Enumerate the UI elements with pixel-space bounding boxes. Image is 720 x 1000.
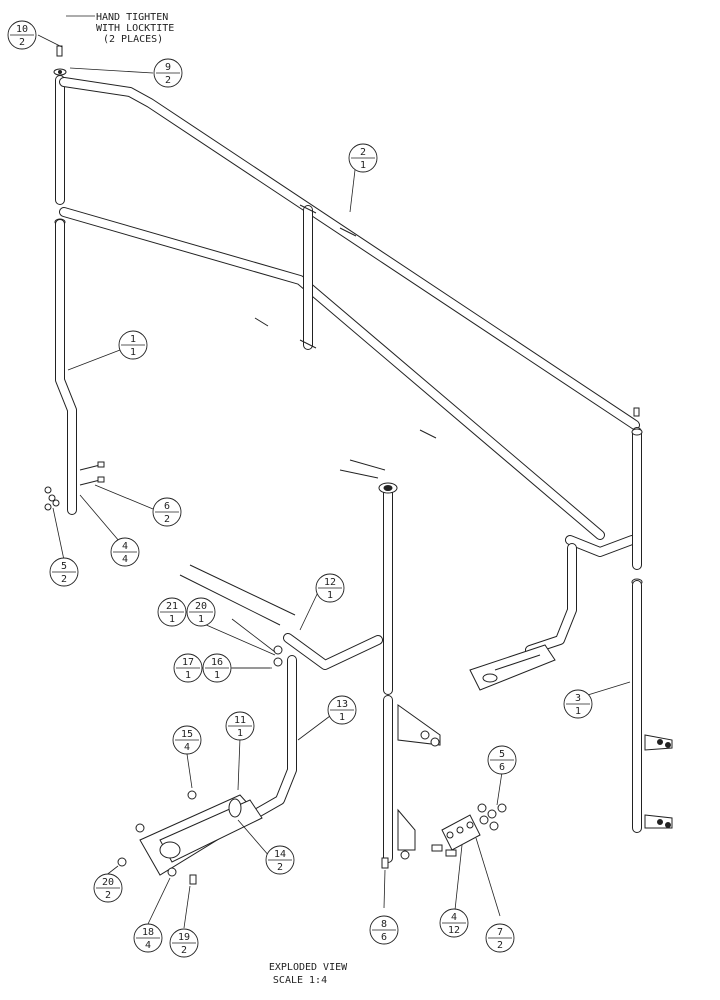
locktite-note: HAND TIGHTEN WITH LOCKTITE (2 PLACES) [96, 12, 174, 45]
callout-21-8: 211 [157, 597, 187, 627]
callout-item-number: 5 [61, 561, 67, 572]
callout-quantity: 1 [169, 614, 175, 625]
title-line-1: EXPLODED VIEW [269, 962, 348, 973]
callout-item-number: 21 [166, 601, 178, 612]
callout-5-22: 56 [487, 745, 517, 775]
callout-item-number: 15 [181, 729, 193, 740]
callout-quantity: 1 [339, 712, 345, 723]
callout-item-number: 2 [360, 147, 366, 158]
callout-item-number: 20 [195, 601, 207, 612]
callout-quantity: 2 [61, 574, 67, 585]
callout-item-number: 8 [381, 919, 387, 930]
callout-4-5: 44 [110, 537, 140, 567]
callout-item-number: 20 [102, 877, 114, 888]
callout-item-number: 12 [324, 577, 336, 588]
loose-hardware [431, 803, 507, 857]
callout-item-number: 18 [142, 927, 154, 938]
left-post [44, 218, 105, 515]
center-post [339, 459, 441, 869]
callout-4-20: 412 [439, 908, 469, 938]
callout-quantity: 1 [198, 614, 204, 625]
callout-quantity: 2 [181, 945, 187, 956]
callout-13-14: 131 [327, 695, 357, 725]
callout-3-23: 31 [563, 689, 593, 719]
callout-6-4: 62 [152, 497, 182, 527]
callout-quantity: 2 [165, 75, 171, 86]
callout-16-11: 161 [202, 653, 232, 683]
callout-14-15: 142 [265, 845, 295, 875]
callout-9-1: 92 [153, 58, 183, 88]
right-upper-post [631, 407, 643, 570]
leader-lines [37, 15, 631, 929]
callout-8-19: 86 [369, 915, 399, 945]
callout-quantity: 2 [19, 37, 25, 48]
callout-1-3: 11 [118, 330, 148, 360]
callout-quantity: 4 [184, 742, 190, 753]
callout-17-10: 171 [173, 653, 203, 683]
upper-rail-frame [55, 75, 640, 557]
callout-quantity: 4 [145, 940, 151, 951]
callout-2-2: 21 [348, 143, 378, 173]
right-bracket-arm [469, 543, 577, 691]
callout-10-0: 102 [7, 20, 37, 50]
callout-quantity: 2 [164, 514, 170, 525]
top-bolt-left [53, 45, 67, 76]
callout-quantity: 2 [105, 890, 111, 901]
callout-quantity: 1 [214, 670, 220, 681]
callout-19-18: 192 [169, 928, 199, 958]
callout-item-number: 19 [178, 932, 190, 943]
left-lower-assembly [117, 564, 383, 885]
callout-item-number: 13 [336, 699, 348, 710]
callout-quantity: 4 [122, 554, 128, 565]
note-line-2: WITH LOCKTITE [96, 23, 174, 34]
callout-5-6: 52 [49, 557, 79, 587]
callout-12-7: 121 [315, 573, 345, 603]
callout-quantity: 1 [360, 160, 366, 171]
callout-quantity: 1 [575, 706, 581, 717]
callout-quantity: 1 [185, 670, 191, 681]
callout-item-number: 10 [16, 24, 28, 35]
callout-quantity: 2 [277, 862, 283, 873]
callout-quantity: 1 [327, 590, 333, 601]
callout-item-number: 14 [274, 849, 286, 860]
callout-15-12: 154 [172, 725, 202, 755]
callout-20-9: 201 [186, 597, 216, 627]
title-line-2: SCALE 1:4 [273, 975, 327, 986]
callout-item-number: 9 [165, 62, 171, 73]
right-lower-post [631, 578, 673, 833]
callout-20-16: 202 [93, 873, 123, 903]
callout-quantity: 1 [130, 347, 136, 358]
callout-item-number: 7 [497, 927, 503, 938]
callout-item-number: 6 [164, 501, 170, 512]
callout-quantity: 6 [381, 932, 387, 943]
callout-quantity: 2 [497, 940, 503, 951]
callout-item-number: 17 [182, 657, 194, 668]
callout-7-21: 72 [485, 923, 515, 953]
callout-quantity: 6 [499, 762, 505, 773]
callout-quantity: 12 [448, 925, 460, 936]
callout-item-number: 4 [122, 541, 128, 552]
callout-11-13: 111 [225, 711, 255, 741]
note-line-1: HAND TIGHTEN [96, 12, 168, 23]
callout-item-number: 11 [234, 715, 246, 726]
callout-item-number: 4 [451, 912, 457, 923]
callout-18-17: 184 [133, 923, 163, 953]
callout-item-number: 16 [211, 657, 223, 668]
drawing-title: EXPLODED VIEW SCALE 1:4 [269, 962, 348, 986]
callout-item-number: 5 [499, 749, 505, 760]
callout-item-number: 1 [130, 334, 136, 345]
note-line-3: (2 PLACES) [103, 34, 163, 45]
callout-quantity: 1 [237, 728, 243, 739]
callout-item-number: 3 [575, 693, 581, 704]
